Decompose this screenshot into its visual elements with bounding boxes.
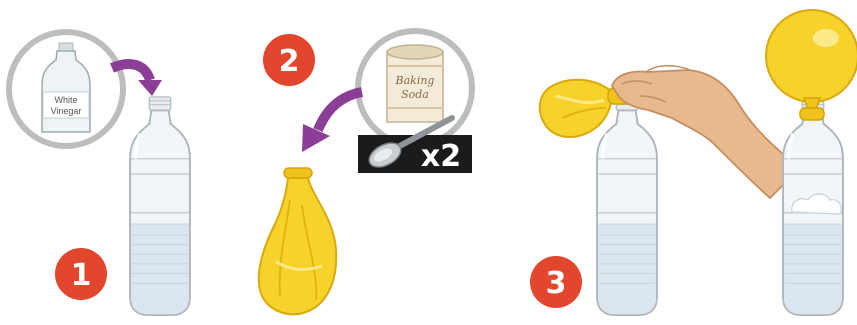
arrow-icon (302, 92, 362, 152)
vinegar-label-line1: White (54, 95, 77, 105)
step-1: White Vinegar 1 (9, 32, 190, 315)
balloon-icon (766, 10, 857, 120)
bottle-icon (783, 97, 843, 315)
bottle-icon (130, 97, 190, 315)
step-2-number: 2 (279, 44, 300, 79)
step-2-badge: 2 (263, 34, 315, 86)
vinegar-label-line2: Vinegar (51, 106, 82, 116)
soda-label-line1: Baking (395, 74, 435, 87)
step-2: 2 Baking Soda x2 (259, 31, 472, 314)
step-1-badge: 1 (55, 248, 107, 300)
baking-soda-can-icon: Baking Soda (387, 45, 443, 122)
balloon-icon (259, 168, 336, 314)
step-3: 3 (530, 10, 857, 315)
baking-soda-inset: Baking Soda (358, 31, 472, 145)
step-1-number: 1 (71, 258, 92, 293)
step-3-badge: 3 (530, 256, 582, 308)
soda-label-line2: Soda (401, 88, 429, 101)
vinegar-inset: White Vinegar (9, 32, 123, 146)
spoon-multiplier: x2 (421, 139, 461, 174)
step-3-number: 3 (546, 266, 567, 301)
bottle-icon (597, 97, 657, 315)
